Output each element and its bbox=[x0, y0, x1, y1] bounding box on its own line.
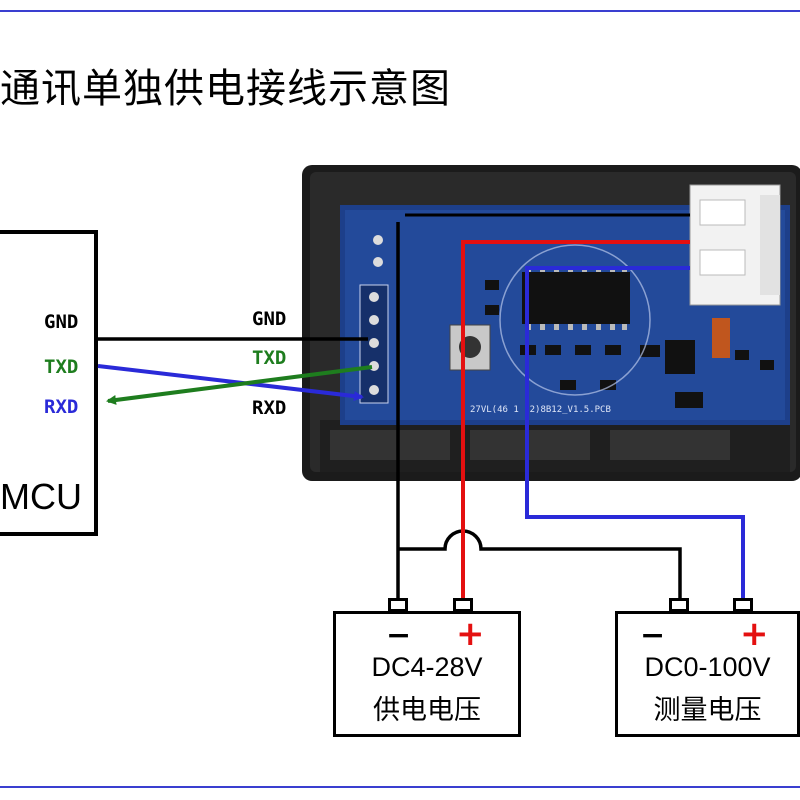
diagram-title: 通讯单独供电接线示意图 bbox=[0, 66, 451, 112]
supply-minus-terminal bbox=[388, 598, 408, 612]
header-pins bbox=[359, 235, 389, 404]
blue-wire bbox=[525, 266, 745, 598]
measure-plus-sign: + bbox=[740, 614, 769, 654]
mcu-label: MCU bbox=[0, 476, 82, 517]
measure-minus-terminal bbox=[669, 598, 689, 612]
supply-voltage-label: 供电电压 bbox=[373, 695, 481, 726]
red-wire bbox=[461, 240, 690, 598]
mcu-pin-gnd: GND bbox=[44, 311, 79, 333]
diode-component bbox=[712, 318, 730, 358]
jst-connector bbox=[689, 184, 781, 306]
pcb-marking: 27VL(46 1 12)8B12_V1.5.PCB bbox=[470, 405, 611, 415]
module-pin-rxd: RXD bbox=[252, 397, 287, 419]
supply-minus-sign: − bbox=[386, 618, 412, 653]
module-pin-txd: TXD bbox=[252, 347, 287, 369]
supply-voltage-range: DC4-28V bbox=[371, 652, 483, 682]
mcu-pin-txd: TXD bbox=[44, 356, 79, 378]
measure-minus-sign: − bbox=[640, 618, 666, 653]
bottom-frame-line bbox=[0, 786, 800, 788]
supply-plus-sign: + bbox=[456, 614, 485, 654]
mcu-pin-rxd: RXD bbox=[44, 396, 79, 418]
measure-battery: − + DC0-100V 测量电压 bbox=[615, 611, 800, 737]
supply-battery: − + DC4-28V 供电电压 bbox=[333, 611, 521, 737]
module-pin-gnd: GND bbox=[252, 308, 287, 330]
measure-voltage-label: 测量电压 bbox=[653, 695, 762, 726]
top-frame-line bbox=[0, 10, 800, 12]
pcb-board: 27VL(46 1 12)8B12_V1.5.PCB bbox=[340, 184, 790, 425]
measure-plus-terminal bbox=[733, 598, 753, 612]
supply-plus-terminal bbox=[453, 598, 473, 612]
ic-chip bbox=[522, 266, 630, 330]
txd-wire bbox=[97, 364, 364, 402]
rxd-wire bbox=[106, 365, 373, 405]
black-wire-bridge bbox=[398, 529, 682, 598]
mcu-box bbox=[0, 230, 98, 536]
measure-voltage-range: DC0-100V bbox=[644, 652, 771, 682]
